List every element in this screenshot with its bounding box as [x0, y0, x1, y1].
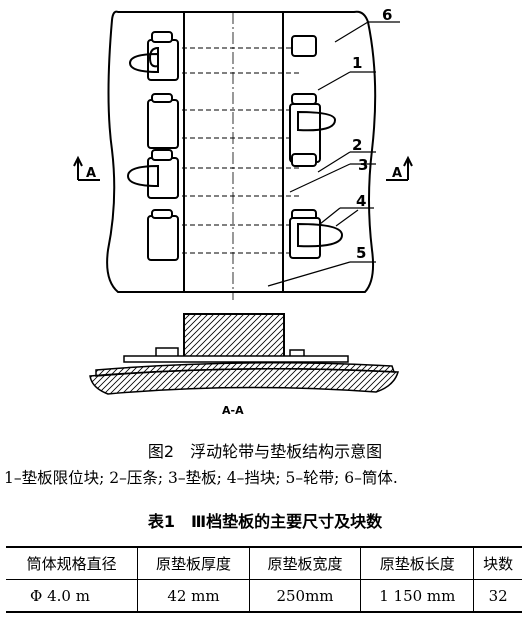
header-pad-length: 原垫板长度: [360, 546, 475, 580]
table-header-row: 筒体规格直径 原垫板厚度 原垫板宽度 原垫板长度 块数: [6, 546, 522, 580]
shell-section-lower: [89, 368, 399, 395]
section-view-label: A-A: [222, 404, 244, 417]
header-pad-thickness: 原垫板厚度: [137, 546, 250, 580]
section-letter-left: A: [86, 166, 96, 181]
pad-dimensions-table: 筒体规格直径 原垫板厚度 原垫板宽度 原垫板长度 块数 Φ 4.0 m 42 m…: [6, 546, 522, 613]
label-part-5: 5: [356, 244, 366, 262]
table-caption: 表1 Ⅲ档垫板的主要尺寸及块数: [147, 512, 383, 531]
figure-caption: 图2 浮动轮带与垫板结构示意图: [147, 442, 383, 461]
cell-thickness: 42 mm: [137, 579, 250, 613]
header-count: 块数: [473, 546, 522, 580]
right-stop-blocks: [289, 35, 344, 259]
label-part-1: 1: [352, 54, 362, 72]
cell-count: 32: [473, 579, 522, 613]
pad-and-block-section: [123, 347, 349, 363]
section-marker-right: [386, 155, 413, 181]
header-pad-width: 原垫板宽度: [248, 546, 362, 580]
label-part-4: 4: [356, 192, 366, 210]
cylinder-outline: [106, 10, 377, 293]
wheel-band-section: [183, 313, 285, 361]
left-stop-blocks: [126, 31, 179, 261]
cell-diameter: Φ 4.0 m: [6, 579, 139, 613]
section-marker-left: [73, 155, 100, 181]
wheel-band-pad-figure: 6 1 2 3 4 5 A A A-A: [73, 6, 413, 417]
cell-width: 250mm: [248, 579, 362, 613]
table-row: Φ 4.0 m 42 mm 250mm 1 150 mm 32: [6, 579, 522, 613]
figure-legend: 1–垫板限位块; 2–压条; 3–垫板; 4–挡块; 5–轮带; 6–筒体.: [4, 469, 398, 487]
cell-length: 1 150 mm: [360, 579, 475, 613]
label-part-3: 3: [358, 156, 368, 174]
label-part-6: 6: [382, 6, 392, 24]
section-letter-right: A: [392, 166, 402, 181]
pad-dashed-lines: [174, 47, 300, 254]
header-cylinder-diameter: 筒体规格直径: [6, 546, 139, 580]
label-part-2: 2: [352, 136, 362, 154]
leader-lines: [267, 21, 400, 287]
